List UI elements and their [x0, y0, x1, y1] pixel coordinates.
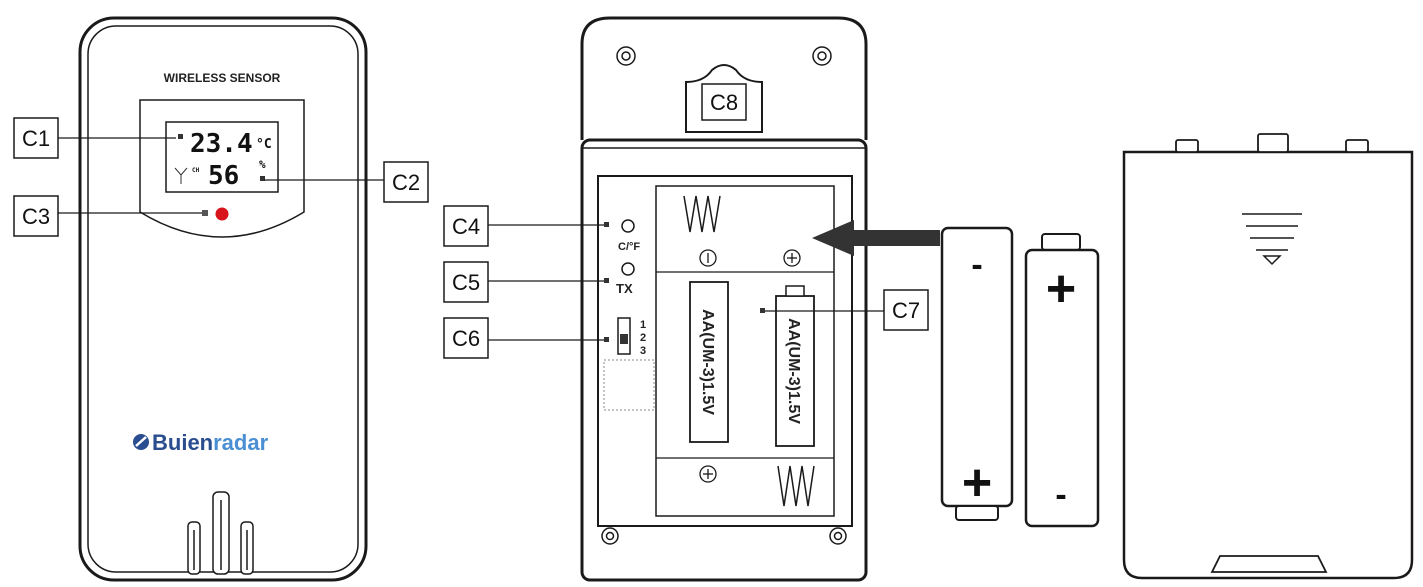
cf-button: [621, 219, 635, 233]
sensor-back: AA(UM-3)1.5V AA(UM-3)1.5V C/°F TX 1 2 3: [580, 16, 868, 582]
svg-text:C2: C2: [392, 170, 420, 195]
svg-text:CH: CH: [192, 167, 200, 174]
battery-spring-bottom: [777, 465, 815, 507]
cover-release-arrow-icon: [1242, 213, 1302, 266]
lcd-temperature: 23.4: [190, 129, 253, 159]
sensor-prongs: [187, 491, 254, 575]
display-housing: [139, 99, 305, 238]
lcd-hum-unit: %: [259, 158, 266, 171]
sensor-front: WIRELESS SENSOR 23.4 °C CH 56 % Buienrad…: [78, 16, 368, 582]
battery-spring-top: [683, 195, 721, 233]
svg-text:C8: C8: [710, 90, 738, 115]
svg-text:C4: C4: [452, 214, 480, 239]
callout-c1: C1: [13, 117, 176, 159]
callout-c4: C4: [443, 205, 604, 247]
cf-label: C/°F: [618, 241, 640, 253]
svg-text:2: 2: [640, 332, 646, 344]
callout-c6: C6: [443, 317, 604, 359]
svg-text:1: 1: [640, 319, 646, 331]
sensor-title: WIRELESS SENSOR: [164, 71, 281, 85]
battery-2-plus: +: [1046, 260, 1076, 318]
battery-cover: [1122, 133, 1414, 580]
installed-battery-left: [689, 281, 729, 443]
antenna-icon: [174, 167, 188, 184]
callout-c2: C2: [264, 161, 429, 203]
svg-text:C7: C7: [892, 298, 920, 323]
svg-text:3: 3: [640, 345, 646, 357]
svg-text:C6: C6: [452, 326, 480, 351]
svg-text:AA(UM-3)1.5V: AA(UM-3)1.5V: [699, 309, 716, 415]
svg-text:C3: C3: [22, 204, 50, 229]
battery-1-plus: +: [962, 454, 992, 512]
insert-arrow: [812, 220, 940, 256]
callout-c8: C8: [701, 83, 747, 121]
battery-1-minus: -: [971, 246, 982, 284]
lcd-humidity: 56: [208, 161, 239, 191]
callout-c3: C3: [13, 195, 202, 237]
tx-label: TX: [616, 281, 633, 296]
brand-name: Buienradar: [152, 430, 269, 455]
lcd-screen: [165, 121, 279, 193]
installed-battery-right: [775, 295, 815, 447]
led-indicator: [215, 207, 229, 221]
svg-text:AA(UM-3)1.5V: AA(UM-3)1.5V: [785, 318, 802, 424]
tx-button: [621, 262, 635, 276]
lcd-temp-unit: °C: [256, 137, 272, 152]
svg-text:C1: C1: [22, 126, 50, 151]
svg-text:C5: C5: [452, 270, 480, 295]
buienradar-logo: [133, 434, 149, 450]
callout-c7: C7: [765, 289, 929, 331]
callout-c5: C5: [443, 261, 604, 303]
battery-loose-2: + -: [1024, 233, 1100, 528]
battery-loose-1: - +: [940, 226, 1014, 521]
battery-2-minus: -: [1055, 476, 1066, 514]
